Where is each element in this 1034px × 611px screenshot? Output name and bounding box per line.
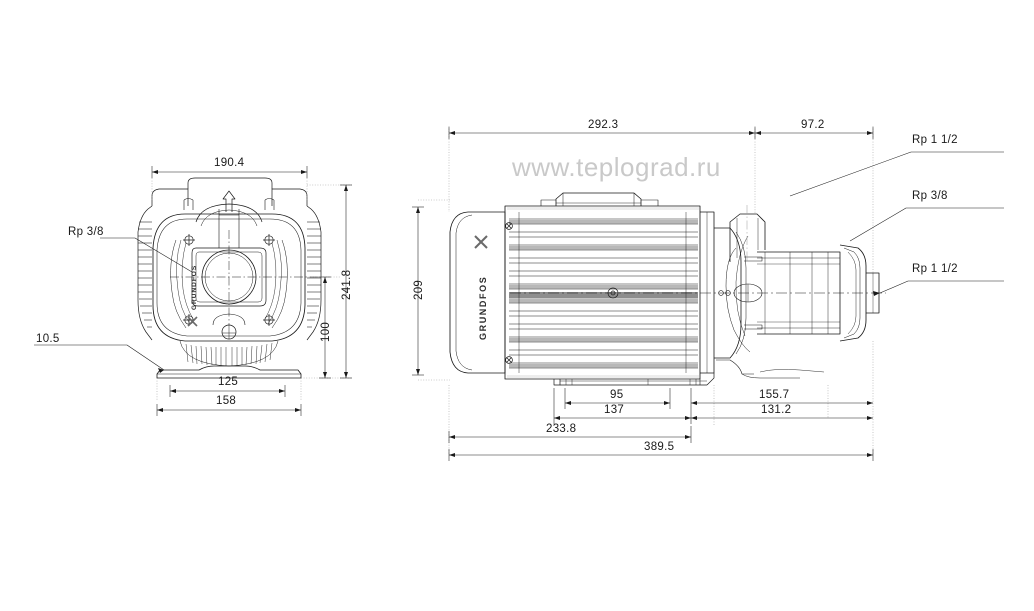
callout-side-vent-port: Rp 3/8 xyxy=(912,190,948,202)
callout-side-discharge-port: Rp 1 1/2 xyxy=(912,263,958,275)
dim-front-width-overall: 190.4 xyxy=(214,157,245,169)
dim-front-base-bolt-span: 125 xyxy=(218,376,239,388)
front-view-geometry xyxy=(137,177,322,379)
side-view-dimension-lines xyxy=(412,126,1004,461)
site-watermark: www.teplograd.ru xyxy=(512,152,721,182)
grundfos-x-logo-front xyxy=(187,316,198,327)
dim-side-motor-height: 209 xyxy=(413,279,425,300)
callout-front-hole-10-5: 10.5 xyxy=(36,333,60,345)
dim-side-motor-length: 292.3 xyxy=(588,119,619,131)
brand-label-front-view: GRUNDFOS xyxy=(191,264,198,310)
callout-side-suction-port: Rp 1 1/2 xyxy=(912,134,958,146)
dim-front-height-overall: 241.8 xyxy=(341,269,353,300)
callout-front-port-rp38: Rp 3/8 xyxy=(68,226,104,238)
dim-front-base-width: 158 xyxy=(216,395,237,407)
grundfos-x-logo-side xyxy=(474,235,488,249)
dim-side-pumphead-length: 97.2 xyxy=(801,119,825,131)
side-view-geometry xyxy=(449,192,886,386)
brand-label-side-view: GRUNDFOS xyxy=(478,275,488,340)
dim-side-motor-to-flange: 233.8 xyxy=(546,423,577,435)
dim-side-inlet-to-foot: 155.7 xyxy=(759,389,790,401)
dim-side-foot-hole-span: 95 xyxy=(610,389,624,401)
dim-side-overall-length: 389.5 xyxy=(644,441,675,453)
dim-side-outlet-offset: 131.2 xyxy=(761,404,792,416)
dim-side-foot-length: 137 xyxy=(604,404,625,416)
front-view-dimension-lines xyxy=(34,166,352,416)
dim-front-shaft-height: 100 xyxy=(320,321,332,342)
